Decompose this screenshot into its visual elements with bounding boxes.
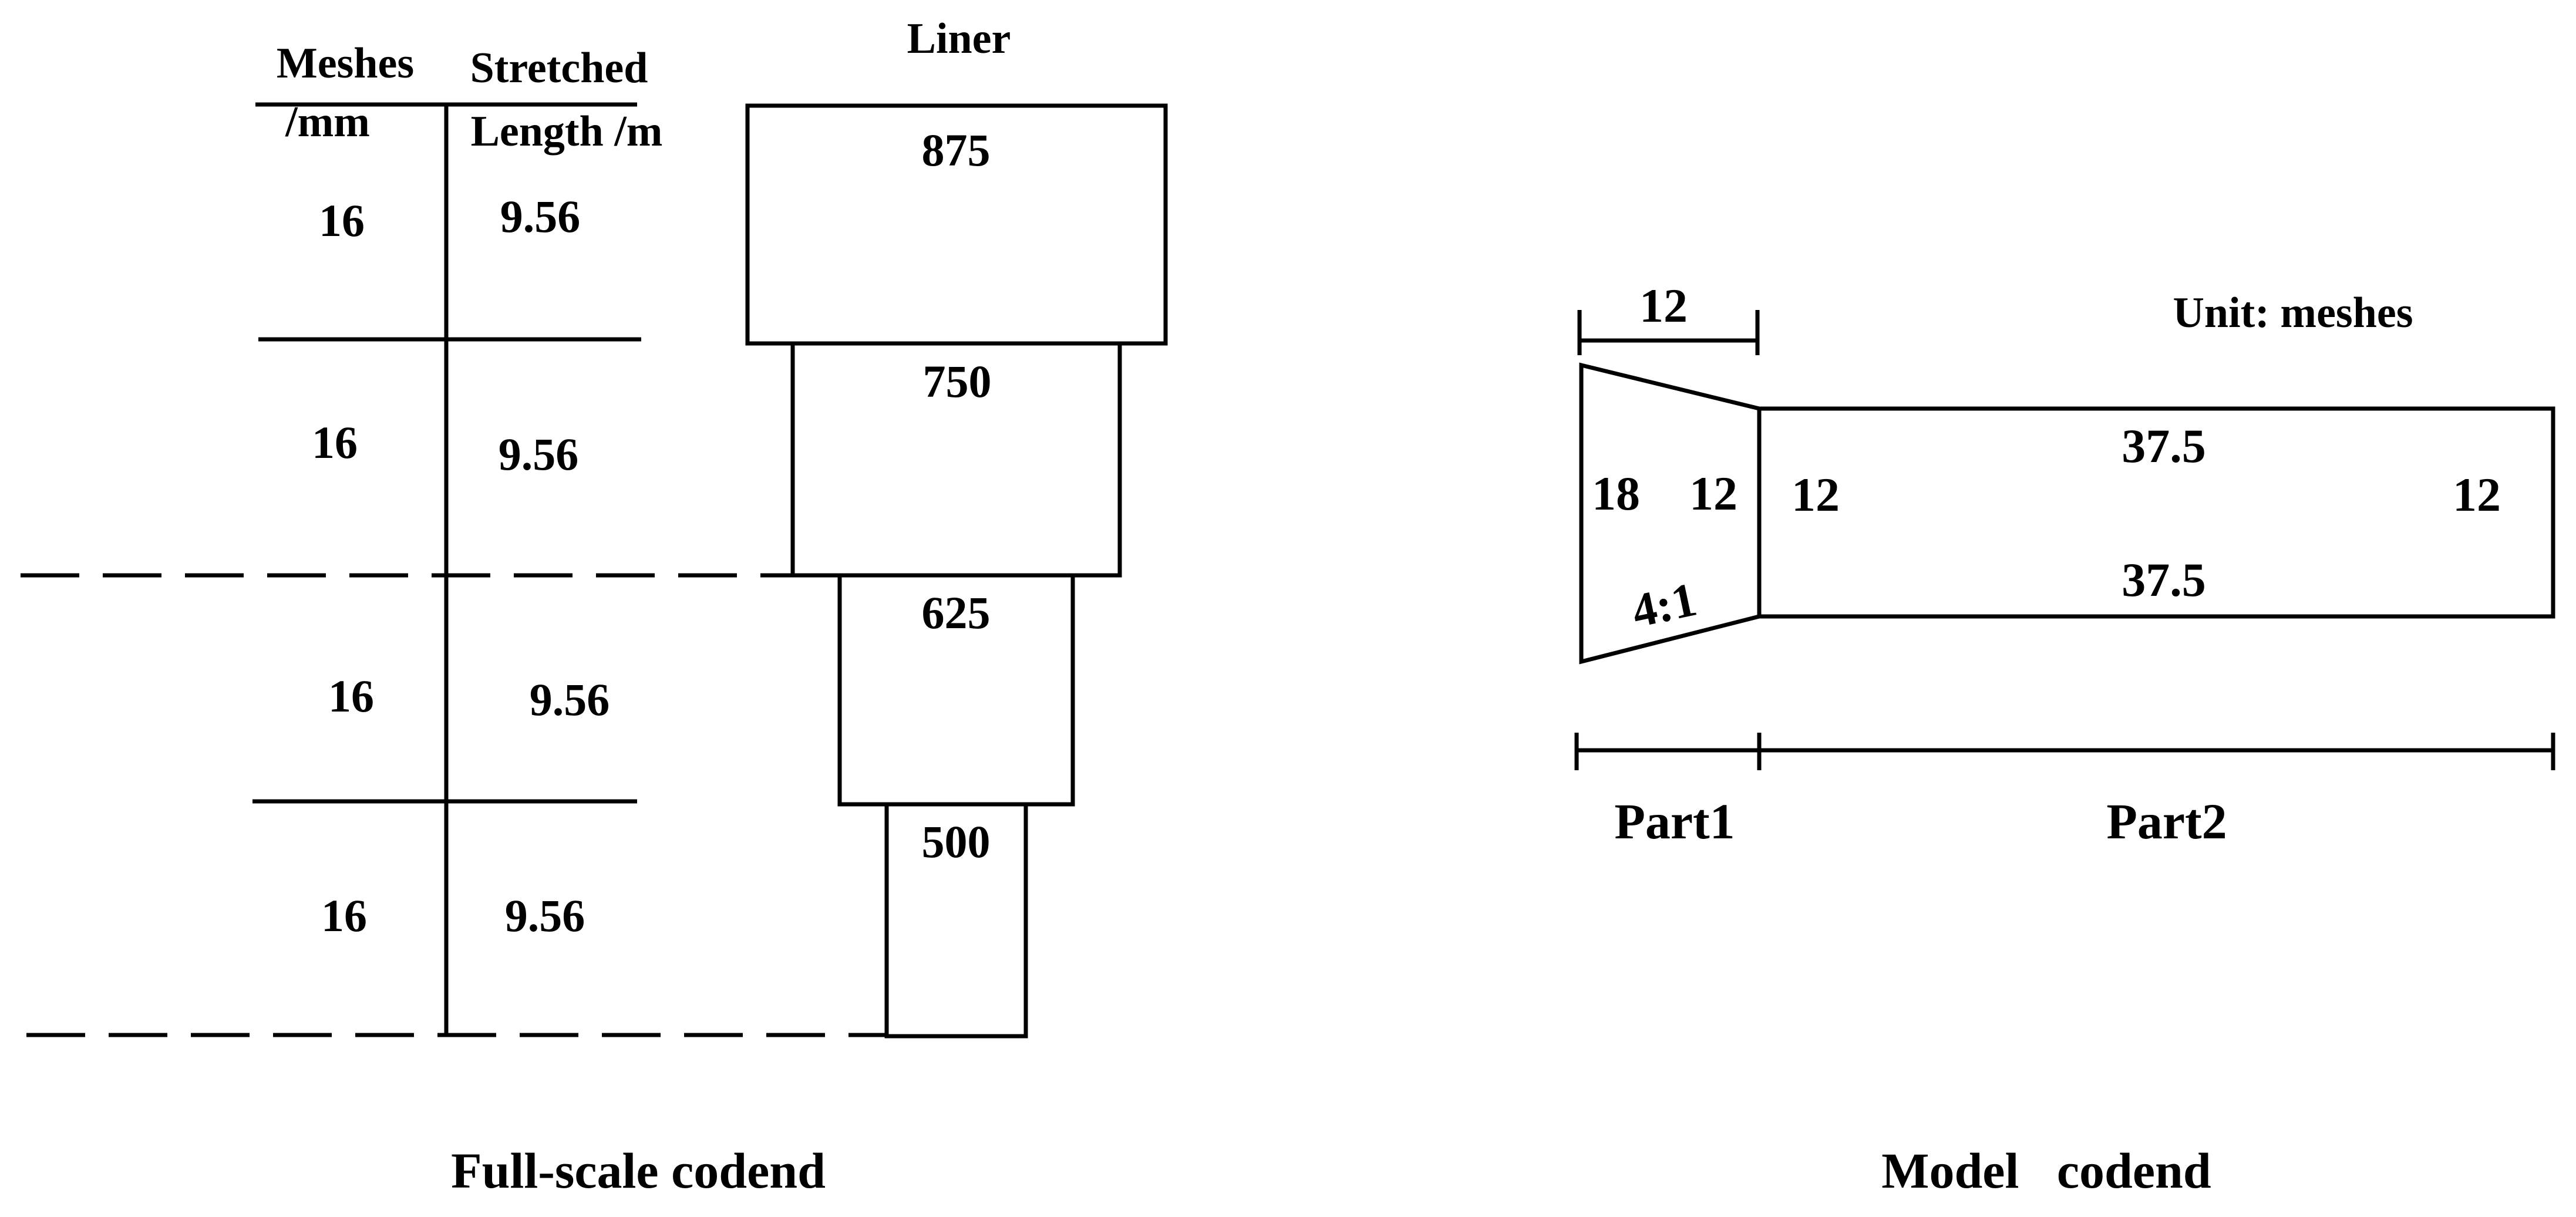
row-4-length: 9.56: [505, 890, 585, 941]
row-3-meshes: 16: [328, 670, 374, 722]
model-caption: Model codend: [1881, 1142, 2211, 1199]
liner-box-500: [884, 802, 1028, 1039]
liner-box-750: [790, 341, 1122, 578]
part2-rectangle: [1757, 406, 2555, 619]
stretched-header: Stretched: [470, 44, 648, 92]
length-header: Length /m: [471, 107, 663, 156]
liner-box-625: [837, 573, 1075, 807]
model-codend: 12 Unit: meshes 18 12 4:1 12 12 37.5 37.…: [1574, 279, 2555, 1199]
part1-label: Part1: [1614, 793, 1735, 849]
row-2-length: 9.56: [499, 429, 579, 480]
row-4-meshes: 16: [321, 890, 367, 941]
unit-label: Unit: meshes: [2173, 289, 2413, 337]
liner-value-500: 500: [922, 816, 991, 867]
part1-top-width: 12: [1639, 279, 1688, 332]
full-scale-codend: Meshes /mm Stretched Length /m Liner 16 …: [21, 15, 1168, 1199]
part1-left-height: 18: [1592, 467, 1640, 520]
part2-label: Part2: [2106, 793, 2227, 849]
part2-left-height: 12: [1792, 468, 1840, 521]
liner-box-875: [745, 103, 1168, 346]
row-1-length: 9.56: [500, 191, 581, 242]
row-2-meshes: 16: [312, 417, 358, 468]
row-1-meshes: 16: [319, 195, 365, 246]
liner-value-875: 875: [922, 124, 991, 176]
part1-taper-ratio: 4:1: [1627, 572, 1701, 638]
row-3-length: 9.56: [530, 674, 610, 725]
liner-header: Liner: [907, 15, 1011, 63]
part1-right-height: 12: [1689, 467, 1737, 520]
part2-right-height: 12: [2453, 468, 2501, 521]
liner-value-625: 625: [922, 587, 991, 638]
meshes-header: Meshes: [277, 39, 414, 87]
full-scale-caption: Full-scale codend: [451, 1142, 826, 1199]
liner-value-750: 750: [923, 356, 992, 407]
part2-top-length: 37.5: [2122, 419, 2206, 473]
part2-bottom-length: 37.5: [2122, 553, 2206, 606]
